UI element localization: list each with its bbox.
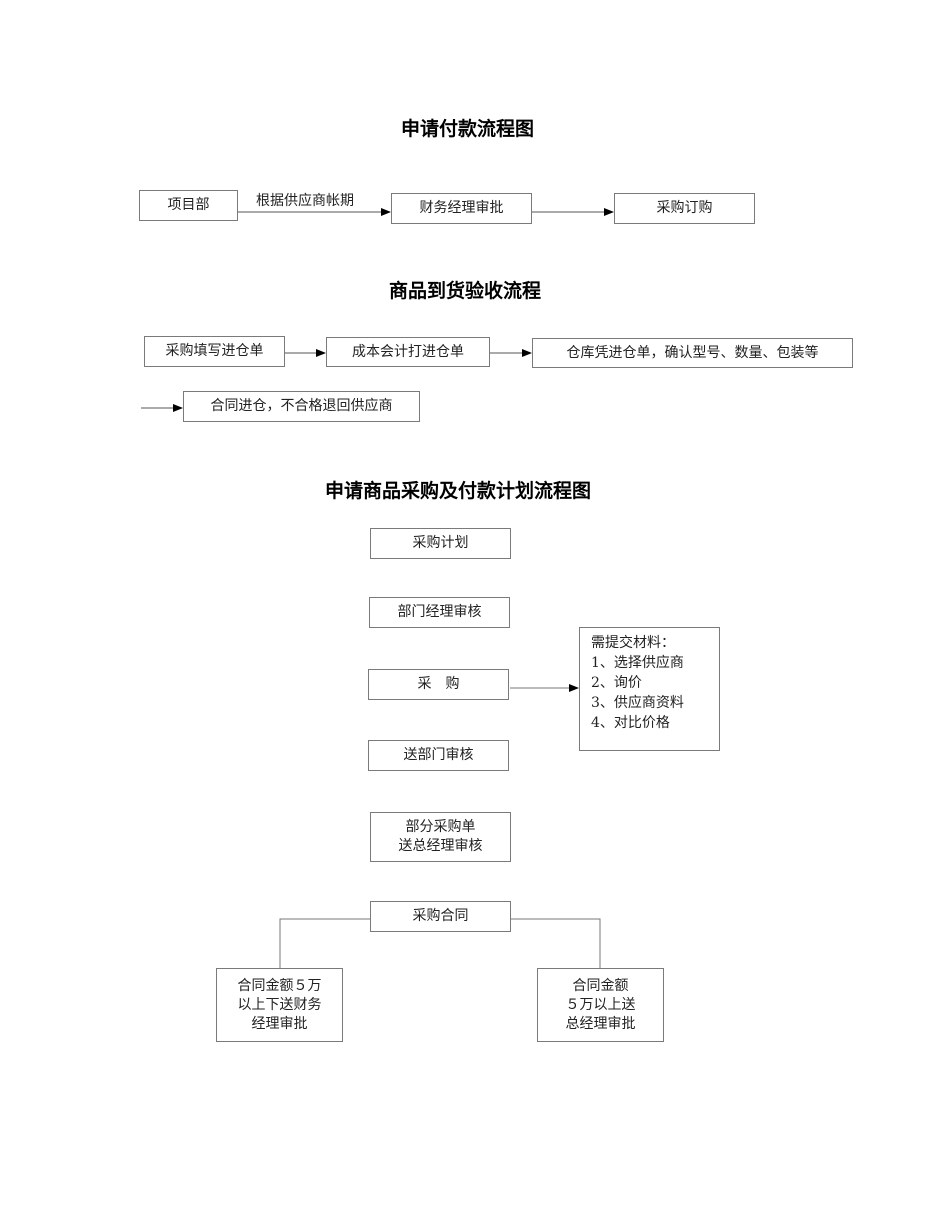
- node-over-50k-gm-approval: 合同金额 ５万以上送 总经理审批: [537, 968, 664, 1042]
- materials-item: 2、询价: [591, 675, 642, 691]
- materials-item: 1、选择供应商: [591, 655, 684, 671]
- node-line: 合同金额: [572, 977, 629, 994]
- node-line: 合同金额５万: [237, 977, 322, 994]
- node-warehouse-verify: 仓库凭进仓单，确认型号、数量、包装等: [532, 338, 853, 368]
- node-line: 总经理审批: [565, 1015, 636, 1032]
- materials-heading: 需提交材料：: [591, 635, 675, 651]
- materials-required-box: 需提交材料： 1、选择供应商 2、询价 3、供应商资料 4、对比价格: [579, 627, 720, 751]
- node-finance-manager-approval: 财务经理审批: [391, 193, 532, 224]
- section-title-procurement-plan: 申请商品采购及付款计划流程图: [325, 480, 592, 502]
- node-line: 以上下送财务: [237, 996, 322, 1013]
- materials-item: 3、供应商资料: [591, 695, 684, 711]
- node-line: 送总经理审核: [398, 838, 483, 854]
- section-title-payment: 申请付款流程图: [401, 118, 535, 140]
- node-line: 经理审批: [251, 1015, 308, 1032]
- node-purchase-order: 采购订购: [614, 193, 755, 224]
- node-project-dept: 项目部: [139, 190, 238, 221]
- node-under-50k-finance-approval: 合同金额５万 以上下送财务 经理审批: [216, 968, 343, 1042]
- node-cost-accounting: 成本会计打进仓单: [326, 337, 490, 367]
- node-line: ５万以上送: [565, 996, 636, 1013]
- materials-item: 4、对比价格: [591, 715, 670, 731]
- section-title-goods-receipt: 商品到货验收流程: [389, 280, 542, 302]
- edge-label-supplier-terms: 根据供应商帐期: [256, 193, 354, 209]
- node-contract-storage: 合同进仓，不合格退回供应商: [183, 391, 420, 422]
- node-purchase-plan: 采购计划: [370, 528, 511, 559]
- node-purchase: 采 购: [368, 669, 509, 700]
- node-dept-manager-review: 部门经理审核: [369, 597, 510, 628]
- node-line: 部分采购单: [405, 819, 476, 835]
- node-partial-order-gm-review: 部分采购单 送总经理审核: [370, 812, 511, 862]
- node-purchase-contract: 采购合同: [370, 901, 511, 932]
- node-fill-receipt: 采购填写进仓单: [144, 336, 285, 367]
- node-send-dept-review: 送部门审核: [368, 740, 509, 771]
